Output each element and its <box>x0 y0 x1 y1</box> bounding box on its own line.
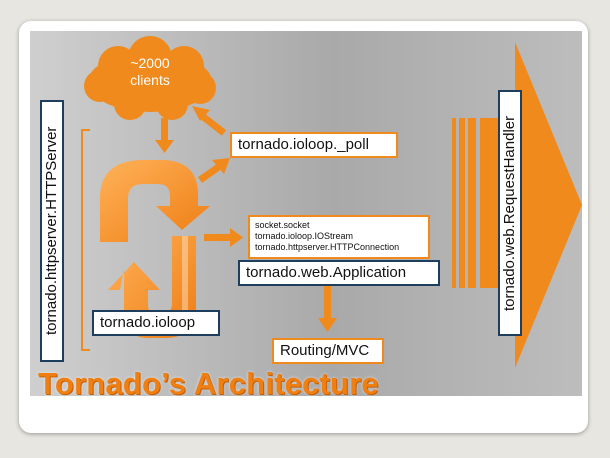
requesthandler-label: tornado.web.RequestHandler <box>498 90 522 336</box>
server-bracket <box>81 129 90 351</box>
connection-list: socket.socket tornado.ioloop.IOStream to… <box>248 215 430 259</box>
httpserver-label: tornado.httpserver.HTTPServer <box>40 100 64 362</box>
clients-cloud-shape <box>84 36 216 120</box>
cloud-to-loop-arrow <box>155 118 174 153</box>
routing-label: Routing/MVC <box>272 338 384 364</box>
ioloop-label: tornado.ioloop <box>92 310 220 336</box>
slide-title: Tornado’s Architecture <box>38 366 379 401</box>
clients-cloud-label: ~2000 clients <box>130 55 170 88</box>
application-label: tornado.web.Application <box>238 260 440 286</box>
application-to-routing-arrow <box>318 284 337 332</box>
ioloop-poll-label: tornado.ioloop._poll <box>230 132 398 158</box>
connection-item: socket.socket <box>255 220 310 230</box>
connection-item: tornado.ioloop.IOStream <box>255 231 354 241</box>
connection-item: tornado.httpserver.HTTPConnection <box>255 242 400 252</box>
loop-to-poll-arrow <box>197 158 230 183</box>
poll-to-cloud-arrow <box>192 106 227 136</box>
loop-to-connection-arrow <box>204 228 243 247</box>
